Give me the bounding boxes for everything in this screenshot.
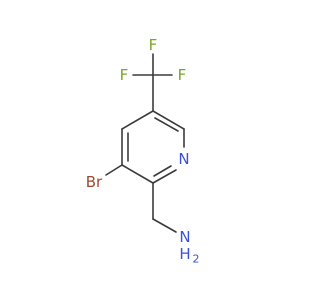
atom-fluorine-top: F (149, 36, 158, 54)
atom-nitrogen-ring: N (178, 150, 189, 168)
atom-bromine: Br (86, 173, 103, 191)
atom-fluorine-right: F (178, 66, 187, 84)
bond-c3-br (105, 164, 123, 176)
bond-ch2-n (152, 218, 177, 233)
atom-hydrogen-count: 2 (193, 253, 200, 266)
bond-c2-n-double (153, 165, 172, 177)
bond-c6-c5 (152, 110, 185, 130)
bond-c3-c2 (121, 164, 154, 184)
atom-fluorine-left: F (120, 66, 129, 84)
bond-c6-c5-double (154, 117, 179, 132)
atom-hydrogen-amine: H (179, 245, 190, 263)
molecule-structure: F F F N Br N H 2 (86, 36, 200, 266)
atom-nitrogen-amine: N (179, 228, 190, 246)
bond-c5-c4 (121, 110, 154, 130)
bond-c2-n (152, 169, 177, 184)
